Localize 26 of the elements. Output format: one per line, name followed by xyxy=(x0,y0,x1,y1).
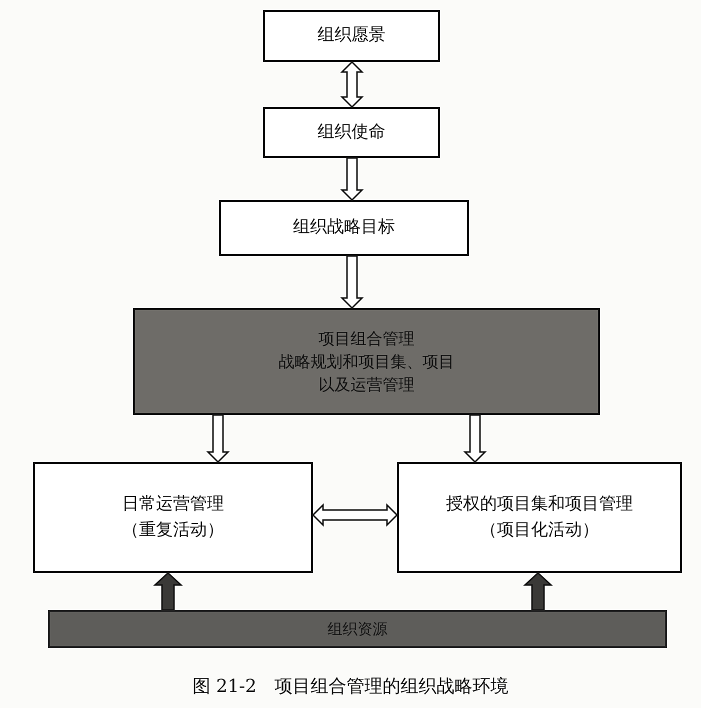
node-text: 日常运营管理 xyxy=(122,493,224,516)
node-text: 战略规划和项目集、项目以及运营管理 xyxy=(278,350,456,396)
node-text: 组织使命 xyxy=(318,120,386,144)
node-text: 组织愿景 xyxy=(318,24,386,48)
hollow-arrow xyxy=(206,414,230,464)
node-text: 组织资源 xyxy=(328,618,388,640)
hollow-arrow xyxy=(340,157,364,202)
thick-arrow xyxy=(153,572,183,611)
thick-arrow xyxy=(523,572,553,611)
process-box xyxy=(263,10,440,62)
hollow-arrow xyxy=(340,255,364,310)
node-text: （项目化活动） xyxy=(480,518,599,542)
process-box xyxy=(33,462,313,573)
process-box xyxy=(133,308,600,415)
node-text: 授权的项目集和项目管理 xyxy=(446,493,633,516)
hollow-arrow xyxy=(463,414,487,464)
hollow-arrow xyxy=(312,503,398,527)
resource-bar xyxy=(48,610,667,648)
process-box xyxy=(397,462,682,573)
figure-caption: 图 21-2 项目组合管理的组织战略环境 xyxy=(191,675,510,698)
process-box xyxy=(263,107,440,158)
node-text: 项目组合管理 xyxy=(318,328,414,350)
process-box xyxy=(219,200,469,256)
node-text: （重复活动） xyxy=(122,518,224,542)
node-text: 组织战略目标 xyxy=(293,216,395,240)
hollow-arrow xyxy=(340,60,364,108)
